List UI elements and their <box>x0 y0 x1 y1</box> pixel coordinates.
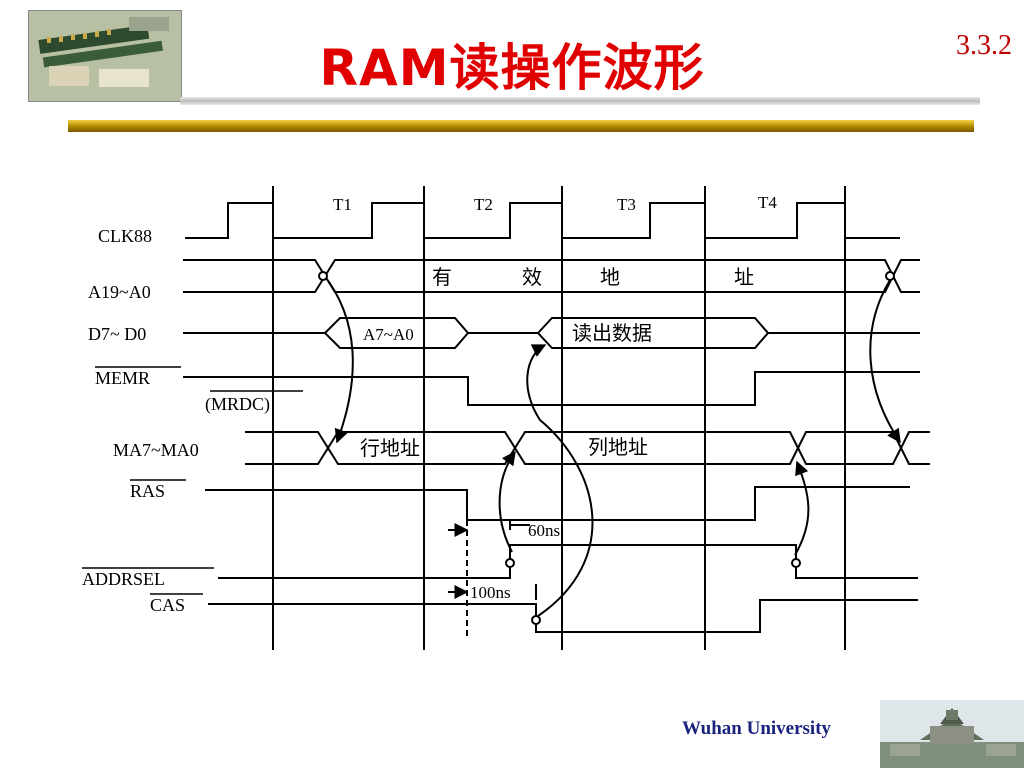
label-100ns: 100ns <box>470 583 511 602</box>
arrow-addr-to-next-row <box>869 279 901 444</box>
ma-row-region <box>326 431 517 465</box>
label-clk: CLK88 <box>98 226 152 246</box>
label-t2: T2 <box>474 195 493 214</box>
footer-university: Wuhan University <box>682 718 832 739</box>
t60-marker-right <box>509 520 530 530</box>
addrsel-edge-marker-2 <box>791 558 801 568</box>
label-ma: MA7~MA0 <box>113 440 199 460</box>
building-image <box>880 700 1024 768</box>
label-cas: CAS <box>150 595 185 615</box>
section-number: 3.3.2 <box>956 30 1012 61</box>
label-addrsel: ADDRSEL <box>82 569 165 589</box>
ma-next-region <box>796 431 903 465</box>
label-col-addr: 列地址 <box>588 436 648 459</box>
label-valid-3: 地 <box>600 266 620 289</box>
addr-edge-marker-2 <box>885 271 895 281</box>
label-read-out: 读出数据 <box>572 322 652 345</box>
arrow-addrsel-to-next <box>794 460 810 556</box>
addrsel-waveform <box>218 544 918 579</box>
label-t3: T3 <box>617 195 636 214</box>
label-data: D7~ D0 <box>88 324 146 344</box>
cas-waveform <box>208 599 918 633</box>
arrow-addr-to-row <box>322 273 354 444</box>
arrow-cas-to-data <box>526 344 594 617</box>
label-ras: RAS <box>130 481 165 501</box>
label-60ns: 60ns <box>528 521 560 540</box>
label-data-a: A7~A0 <box>363 325 414 344</box>
memr-waveform <box>183 371 920 406</box>
label-memr: MEMR <box>95 368 150 388</box>
addr-prev-region <box>183 259 327 293</box>
label-t4: T4 <box>758 193 777 212</box>
arrow-addrsel-to-col <box>498 450 516 553</box>
label-t1: T1 <box>333 195 352 214</box>
slide-title: RAM读操作波形 <box>319 39 705 97</box>
ma-tail-region <box>900 431 930 465</box>
addr-next-region <box>892 259 920 293</box>
footer-building-image <box>880 700 1024 768</box>
header-rule-gold <box>68 120 974 132</box>
label-valid-4: 址 <box>734 266 754 289</box>
header-rule-thin <box>180 97 980 105</box>
motherboard-image <box>29 11 181 101</box>
label-addr: A19~A0 <box>88 282 151 302</box>
label-valid-1: 有 <box>432 266 452 289</box>
header-photo <box>28 10 182 102</box>
addr-edge-marker <box>318 271 328 281</box>
ma-prev-region <box>245 431 330 465</box>
clk-waveform <box>185 202 900 239</box>
ras-waveform <box>205 486 910 521</box>
label-mrdc: (MRDC) <box>205 394 270 415</box>
addrsel-edge-marker <box>505 558 515 568</box>
label-row-addr: 行地址 <box>360 437 420 460</box>
label-valid-2: 效 <box>522 266 542 289</box>
cas-edge-marker <box>531 615 541 625</box>
